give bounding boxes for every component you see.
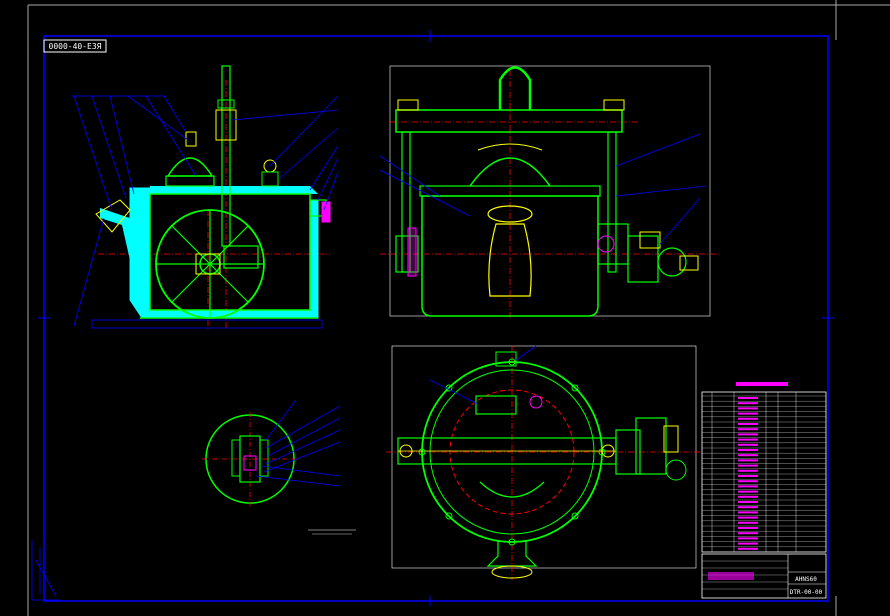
parts-row-mark (738, 480, 758, 483)
front-section-view (72, 65, 339, 330)
parts-row-mark (738, 407, 758, 410)
parts-row-mark (738, 443, 758, 446)
title-block: AHNS60 DTR-00-00 (701, 553, 827, 599)
detail-view (202, 399, 356, 535)
parts-row-mark (738, 511, 758, 514)
parts-row-mark (738, 542, 758, 545)
parts-row-mark (738, 454, 758, 457)
parts-row-mark (738, 506, 758, 509)
parts-row-mark (738, 495, 758, 498)
parts-row-mark (738, 485, 758, 488)
parts-row-mark (738, 527, 758, 529)
parts-row-mark (738, 521, 758, 524)
code-stamp-text: 0000-40-ЕЗЯ (49, 42, 102, 51)
parts-row-mark (738, 397, 758, 399)
parts-row-mark (738, 532, 758, 535)
parts-list-table (701, 382, 827, 553)
parts-row-mark (738, 516, 758, 519)
parts-row-mark (738, 459, 758, 462)
parts-row-mark (738, 547, 758, 550)
side-elevation-view (379, 65, 720, 320)
parts-row-mark (738, 449, 758, 451)
title-block-mark (708, 572, 754, 580)
title-block-name: AHNS60 (795, 576, 817, 583)
sheet-frame (27, 0, 890, 616)
parts-row-mark (738, 417, 758, 420)
plan-view (386, 345, 700, 580)
parts-row-mark (738, 537, 758, 540)
parts-row-mark (738, 469, 758, 472)
parts-row-mark (738, 501, 758, 503)
title-block-code: DTR-00-00 (790, 589, 823, 596)
parts-row-mark (738, 475, 758, 477)
parts-row-mark (738, 428, 758, 431)
corner-marks (31, 540, 60, 601)
border-ticks (38, 30, 834, 606)
parts-row-mark (738, 433, 758, 436)
parts-row-mark (738, 490, 758, 493)
parts-row-mark (738, 423, 758, 425)
parts-row-mark (738, 438, 758, 441)
parts-row-mark (738, 412, 758, 415)
code-stamp-box (43, 39, 107, 53)
parts-row-mark (738, 402, 758, 405)
parts-row-mark (738, 464, 758, 467)
